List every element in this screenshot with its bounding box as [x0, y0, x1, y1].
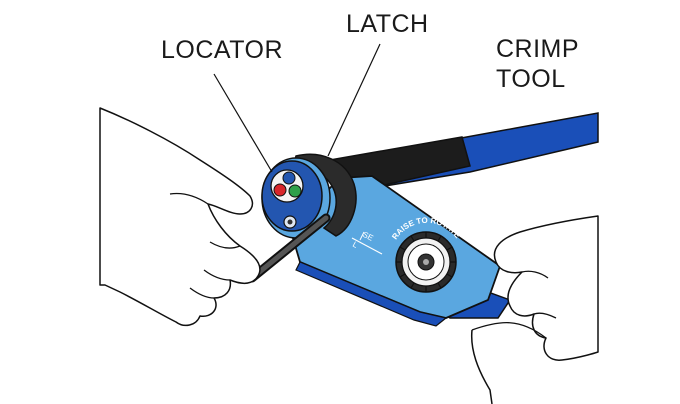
locator-label: LOCATOR	[161, 36, 284, 64]
left-hand	[99, 107, 261, 327]
locator-pin-blue	[282, 171, 296, 185]
latch-label: LATCH	[346, 10, 429, 38]
tool-body-edge	[295, 261, 448, 327]
locator-pin-red	[273, 183, 287, 197]
scale-l-label: L	[351, 240, 360, 250]
selector-scale: SE L	[351, 230, 383, 255]
crimp-tool-label-line1: CRIMP	[496, 35, 580, 63]
crimp-tool-label-line2: TOOL	[496, 65, 566, 93]
latch-leader-line	[327, 43, 381, 157]
locator-pin-green	[288, 184, 302, 198]
right-hand	[493, 215, 599, 361]
locator-leader-line	[213, 73, 273, 173]
locator[interactable]	[261, 157, 331, 239]
rotate-dial[interactable]	[395, 231, 457, 293]
scale-se-label: SE	[361, 230, 375, 243]
crimp-tool-label: CRIMP TOOL	[496, 34, 579, 94]
